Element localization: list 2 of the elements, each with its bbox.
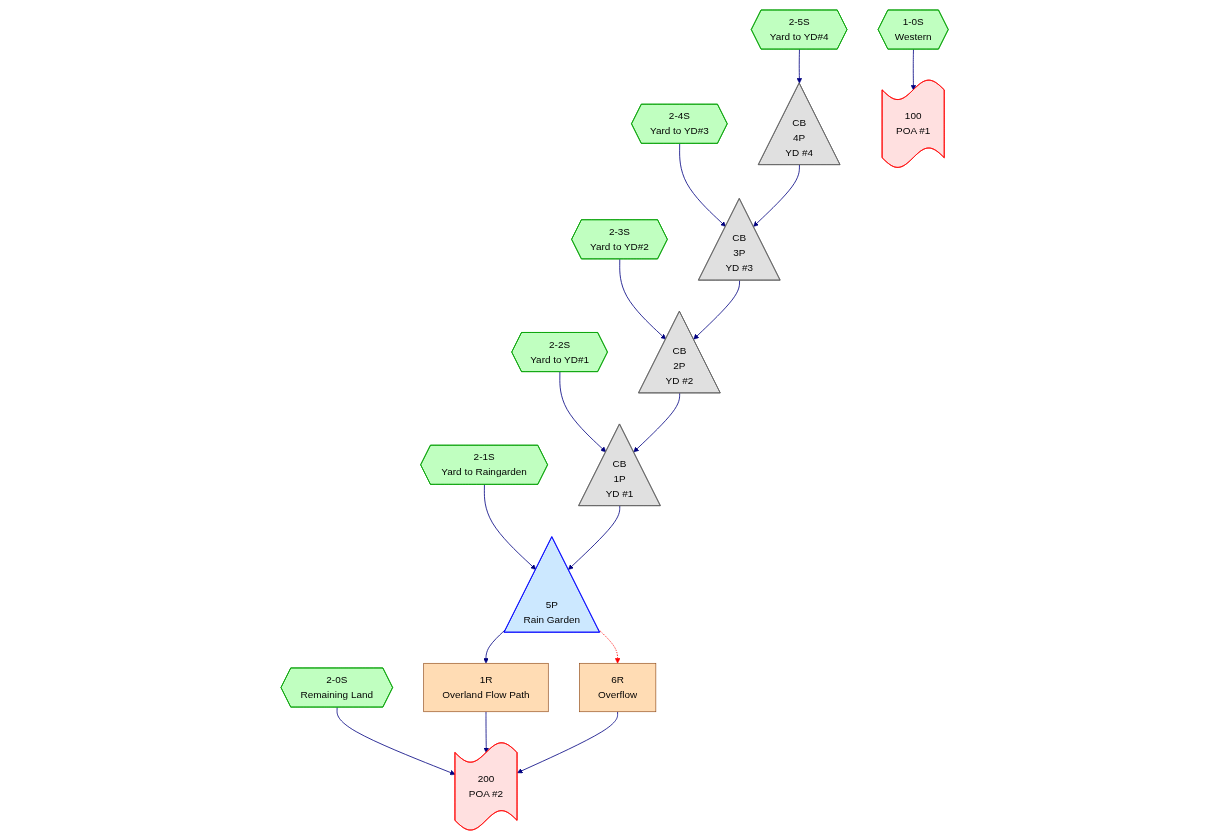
node-box: 1R Overland Flow Path <box>423 662 549 712</box>
node-box: 6R Overflow <box>579 662 657 712</box>
